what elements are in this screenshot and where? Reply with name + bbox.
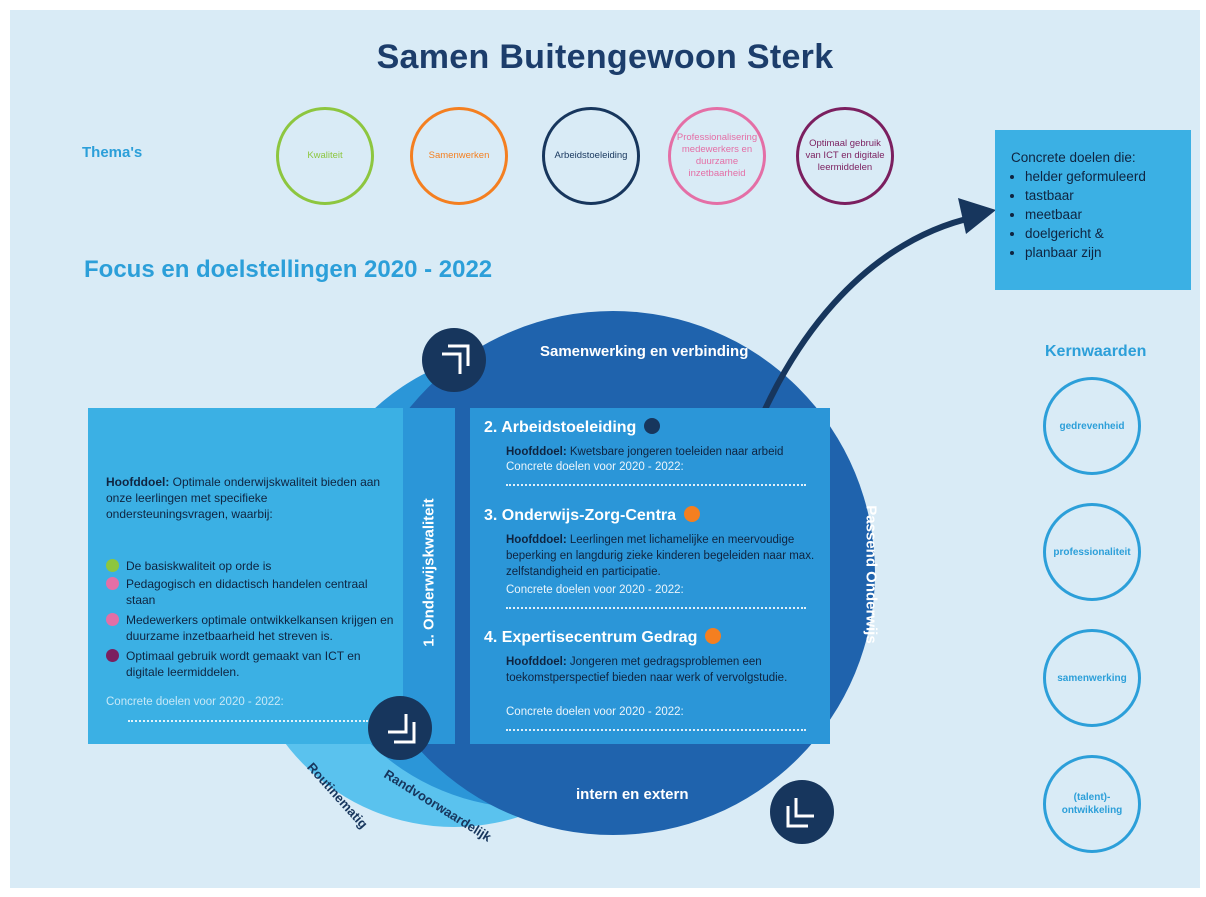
section-title-text: 3. Onderwijs-Zorg-Centra [484, 507, 677, 524]
kernwaarde-circle: professionaliteit [1043, 503, 1141, 601]
section-title-text: 2. Arbeidstoeleiding [484, 419, 637, 436]
corner-arrow-top-right-icon [442, 344, 470, 374]
concrete-goals-label: Concrete doelen voor 2020 - 2022: [506, 461, 684, 473]
concrete-goals-label: Concrete doelen voor 2020 - 2022: [106, 696, 284, 708]
theme-circle-ict: Optimaal gebruik van ICT en digitale lee… [796, 107, 894, 205]
corner-arrow-bottom-right-icon [388, 714, 416, 744]
list-item: De basiskwaliteit op orde is [106, 558, 396, 574]
section-dot [684, 506, 701, 522]
kernwaarde-circle: (talent)- ontwikkeling [1043, 755, 1141, 853]
list-item: doelgericht & [1025, 224, 1175, 243]
onderwijskwaliteit-box: Hoofddoel: Optimale onderwijskwaliteit b… [88, 408, 404, 744]
section-title: 4. Expertisecentrum Gedrag [484, 628, 722, 647]
theme-label: Samenwerken [428, 150, 490, 161]
section-hoofddoel: Hoofddoel: Jongeren met gedragsproblemen… [506, 654, 822, 686]
dotted-line [506, 607, 806, 609]
infographic-canvas: Samen Buitengewoon Sterk Thema's Kwalite… [10, 10, 1200, 888]
focus-title: Focus en doelstellingen 2020 - 2022 [84, 256, 493, 283]
section-dot [644, 418, 661, 434]
concrete-goals-box: Concrete doelen die: helder geformuleerd… [995, 130, 1191, 290]
kernwaarde-label: gedrevenheid [1059, 420, 1125, 432]
dotted-line [128, 720, 368, 722]
kernwaarden-label: Kernwaarden [1045, 343, 1147, 360]
band-label-top: Samenwerking en verbinding [540, 343, 749, 360]
kernwaarde-label: (talent)- ontwikkeling [1061, 792, 1123, 816]
hoofddoel-label: Hoofddoel: [106, 475, 170, 489]
bullet-dot [106, 559, 119, 572]
onderwijskwaliteit-bar: 1. Onderwijskwaliteit [403, 408, 455, 744]
section-title: 3. Onderwijs-Zorg-Centra [484, 506, 701, 525]
kernwaarde-circle: samenwerking [1043, 629, 1141, 727]
theme-label: Optimaal gebruik van ICT en digitale lee… [805, 138, 885, 173]
section-hoofddoel: Hoofddoel: Leerlingen met lichamelijke e… [506, 532, 822, 580]
bullet-text: Medewerkers optimale ontwikkelkansen kri… [126, 613, 394, 643]
theme-label: Kwaliteit [307, 150, 343, 161]
band-label-right: Passend Onderwijs [862, 505, 880, 644]
concrete-goals-list: helder geformuleerd tastbaar meetbaar do… [1011, 167, 1175, 262]
bullet-text: De basiskwaliteit op orde is [126, 559, 272, 573]
hoofddoel-label: Hoofddoel: [506, 656, 567, 668]
hoofddoel-body: Optimale onderwijskwaliteit bieden aan o… [106, 475, 381, 521]
hoofddoel-body: Leerlingen met lichamelijke en meervoudi… [506, 534, 815, 578]
list-item: Pedagogisch en didactisch handelen centr… [106, 576, 396, 608]
theme-circle-kwaliteit: Kwaliteit [276, 107, 374, 205]
list-item: Medewerkers optimale ontwikkelkansen kri… [106, 612, 396, 644]
list-item: helder geformuleerd [1025, 167, 1175, 186]
section-title: 2. Arbeidstoeleiding [484, 418, 661, 437]
band-label-bottom: intern en extern [576, 786, 689, 803]
concrete-goals-label: Concrete doelen voor 2020 - 2022: [506, 706, 684, 718]
corner-arrow-bottom-left-icon [786, 798, 814, 828]
kernwaarde-circle: gedrevenheid [1043, 377, 1141, 475]
onderwijskwaliteit-label: 1. Onderwijskwaliteit [420, 498, 438, 647]
hoofddoel-label: Hoofddoel: [506, 446, 567, 458]
bullet-text: Optimaal gebruik wordt gemaakt van ICT e… [126, 649, 361, 679]
page-title: Samen Buitengewoon Sterk [376, 38, 834, 76]
concrete-goals-heading: Concrete doelen die: [1011, 150, 1136, 165]
hoofddoel-body: Jongeren met gedragsproblemen een toekom… [506, 656, 788, 684]
list-item: meetbaar [1025, 205, 1175, 224]
section-hoofddoel: Hoofddoel: Kwetsbare jongeren toeleiden … [506, 444, 822, 460]
bullet-dot [106, 577, 119, 590]
dotted-line [506, 729, 806, 731]
list-item: Optimaal gebruik wordt gemaakt van ICT e… [106, 648, 396, 680]
kernwaarde-label: samenwerking [1057, 672, 1127, 684]
sections-box: 2. Arbeidstoeleiding Hoofddoel: Kwetsbar… [470, 408, 830, 744]
hoofddoel-label: Hoofddoel: [506, 534, 567, 546]
themes-label: Thema's [82, 144, 143, 161]
list-item: tastbaar [1025, 186, 1175, 205]
theme-circle-professionalisering: Professionalisering medewerkers en duurz… [668, 107, 766, 205]
bullet-dot [106, 613, 119, 626]
corner-arrow-icon [422, 328, 486, 392]
theme-label: Arbeidstoeleiding [554, 150, 628, 161]
corner-arrow-icon [770, 780, 834, 844]
hoofddoel-body: Kwetsbare jongeren toeleiden naar arbeid [566, 446, 784, 458]
dotted-line [506, 484, 806, 486]
bullet-dot [106, 649, 119, 662]
section-title-text: 4. Expertisecentrum Gedrag [484, 629, 698, 646]
corner-arrow-icon [368, 696, 432, 760]
hoofddoel-text: Hoofddoel: Optimale onderwijskwaliteit b… [106, 474, 392, 522]
section-dot [705, 628, 722, 644]
theme-circle-arbeidstoeleiding: Arbeidstoeleiding [542, 107, 640, 205]
theme-label: Professionalisering medewerkers en duurz… [676, 132, 758, 179]
kernwaarde-label: professionaliteit [1053, 546, 1131, 558]
list-item: planbaar zijn [1025, 243, 1175, 262]
concrete-goals-label: Concrete doelen voor 2020 - 2022: [506, 584, 684, 596]
theme-circle-samenwerken: Samenwerken [410, 107, 508, 205]
bullet-text: Pedagogisch en didactisch handelen centr… [126, 577, 368, 607]
arrow-head [958, 198, 996, 234]
